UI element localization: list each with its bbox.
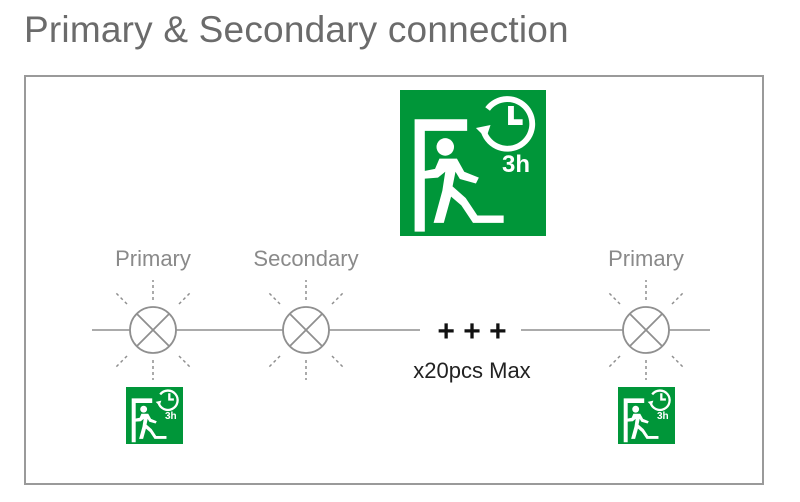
exit-sign-small-icon-right: 3h xyxy=(618,387,675,444)
svg-text:3h: 3h xyxy=(657,411,669,422)
exit-sign-large-icon: 3h xyxy=(400,90,546,236)
max-count-label: x20pcs Max xyxy=(413,358,530,383)
lamp-icon-left-primary xyxy=(114,280,192,380)
page-title: Primary & Secondary connection xyxy=(24,9,569,50)
exit-sign-small-icon-left: 3h xyxy=(126,387,183,444)
lamp-icon-secondary xyxy=(267,280,345,380)
secondary-label: Secondary xyxy=(253,246,358,271)
right-primary-label: Primary xyxy=(608,246,684,271)
plus-signs: + + + xyxy=(437,315,506,348)
svg-text:3h: 3h xyxy=(165,411,177,422)
lamp-icon-right-primary xyxy=(607,280,685,380)
svg-text:3h: 3h xyxy=(502,151,530,178)
diagram-frame xyxy=(24,75,764,485)
left-primary-label: Primary xyxy=(115,246,191,271)
